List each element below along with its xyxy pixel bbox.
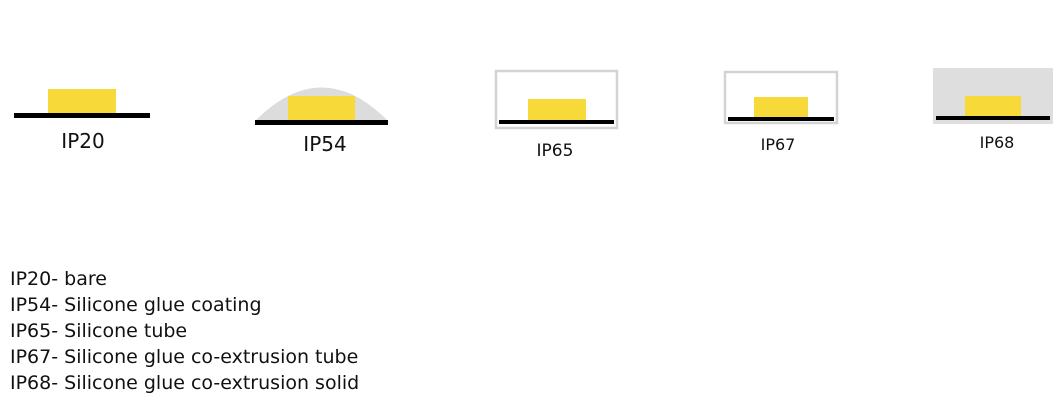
ip20-label: IP20 (61, 129, 105, 153)
ip65-silicone-tube (494, 69, 619, 130)
ip67-label: IP67 (760, 135, 796, 154)
legend-list: IP20- bare IP54- Silicone glue coating I… (10, 266, 359, 396)
ip68-strip (933, 68, 1053, 124)
ip67-strip (723, 70, 839, 125)
ip20-strip (14, 89, 150, 118)
ip65-led-chip (528, 99, 586, 120)
ip54-label: IP54 (303, 132, 347, 156)
ip65-label: IP65 (536, 141, 574, 161)
ip54-strip (255, 87, 388, 125)
ip67-led-chip (754, 97, 808, 117)
ip65-pcb (499, 120, 614, 124)
ip67-pcb (728, 117, 834, 121)
legend-item-ip20: IP20- bare (10, 268, 107, 290)
legend-item-ip54: IP54- Silicone glue coating (10, 294, 262, 316)
ip67-silicone-tube (723, 70, 839, 125)
legend-item-ip67: IP67- Silicone glue co-extrusion tube (10, 346, 359, 368)
ip68-pcb (936, 116, 1050, 120)
legend-item-ip68: IP68- Silicone glue co-extrusion solid (10, 372, 360, 394)
ip-rating-diagram (14, 68, 1053, 130)
ip54-led-chip (288, 96, 355, 120)
ip54-pcb (255, 120, 388, 125)
ip68-led-chip (965, 96, 1021, 116)
legend-item-ip65: IP65- Silicone tube (10, 320, 188, 342)
ip20-pcb (14, 113, 150, 118)
ip65-strip (494, 69, 619, 130)
ip20-led-chip (48, 89, 116, 114)
ip68-label: IP68 (979, 133, 1015, 152)
